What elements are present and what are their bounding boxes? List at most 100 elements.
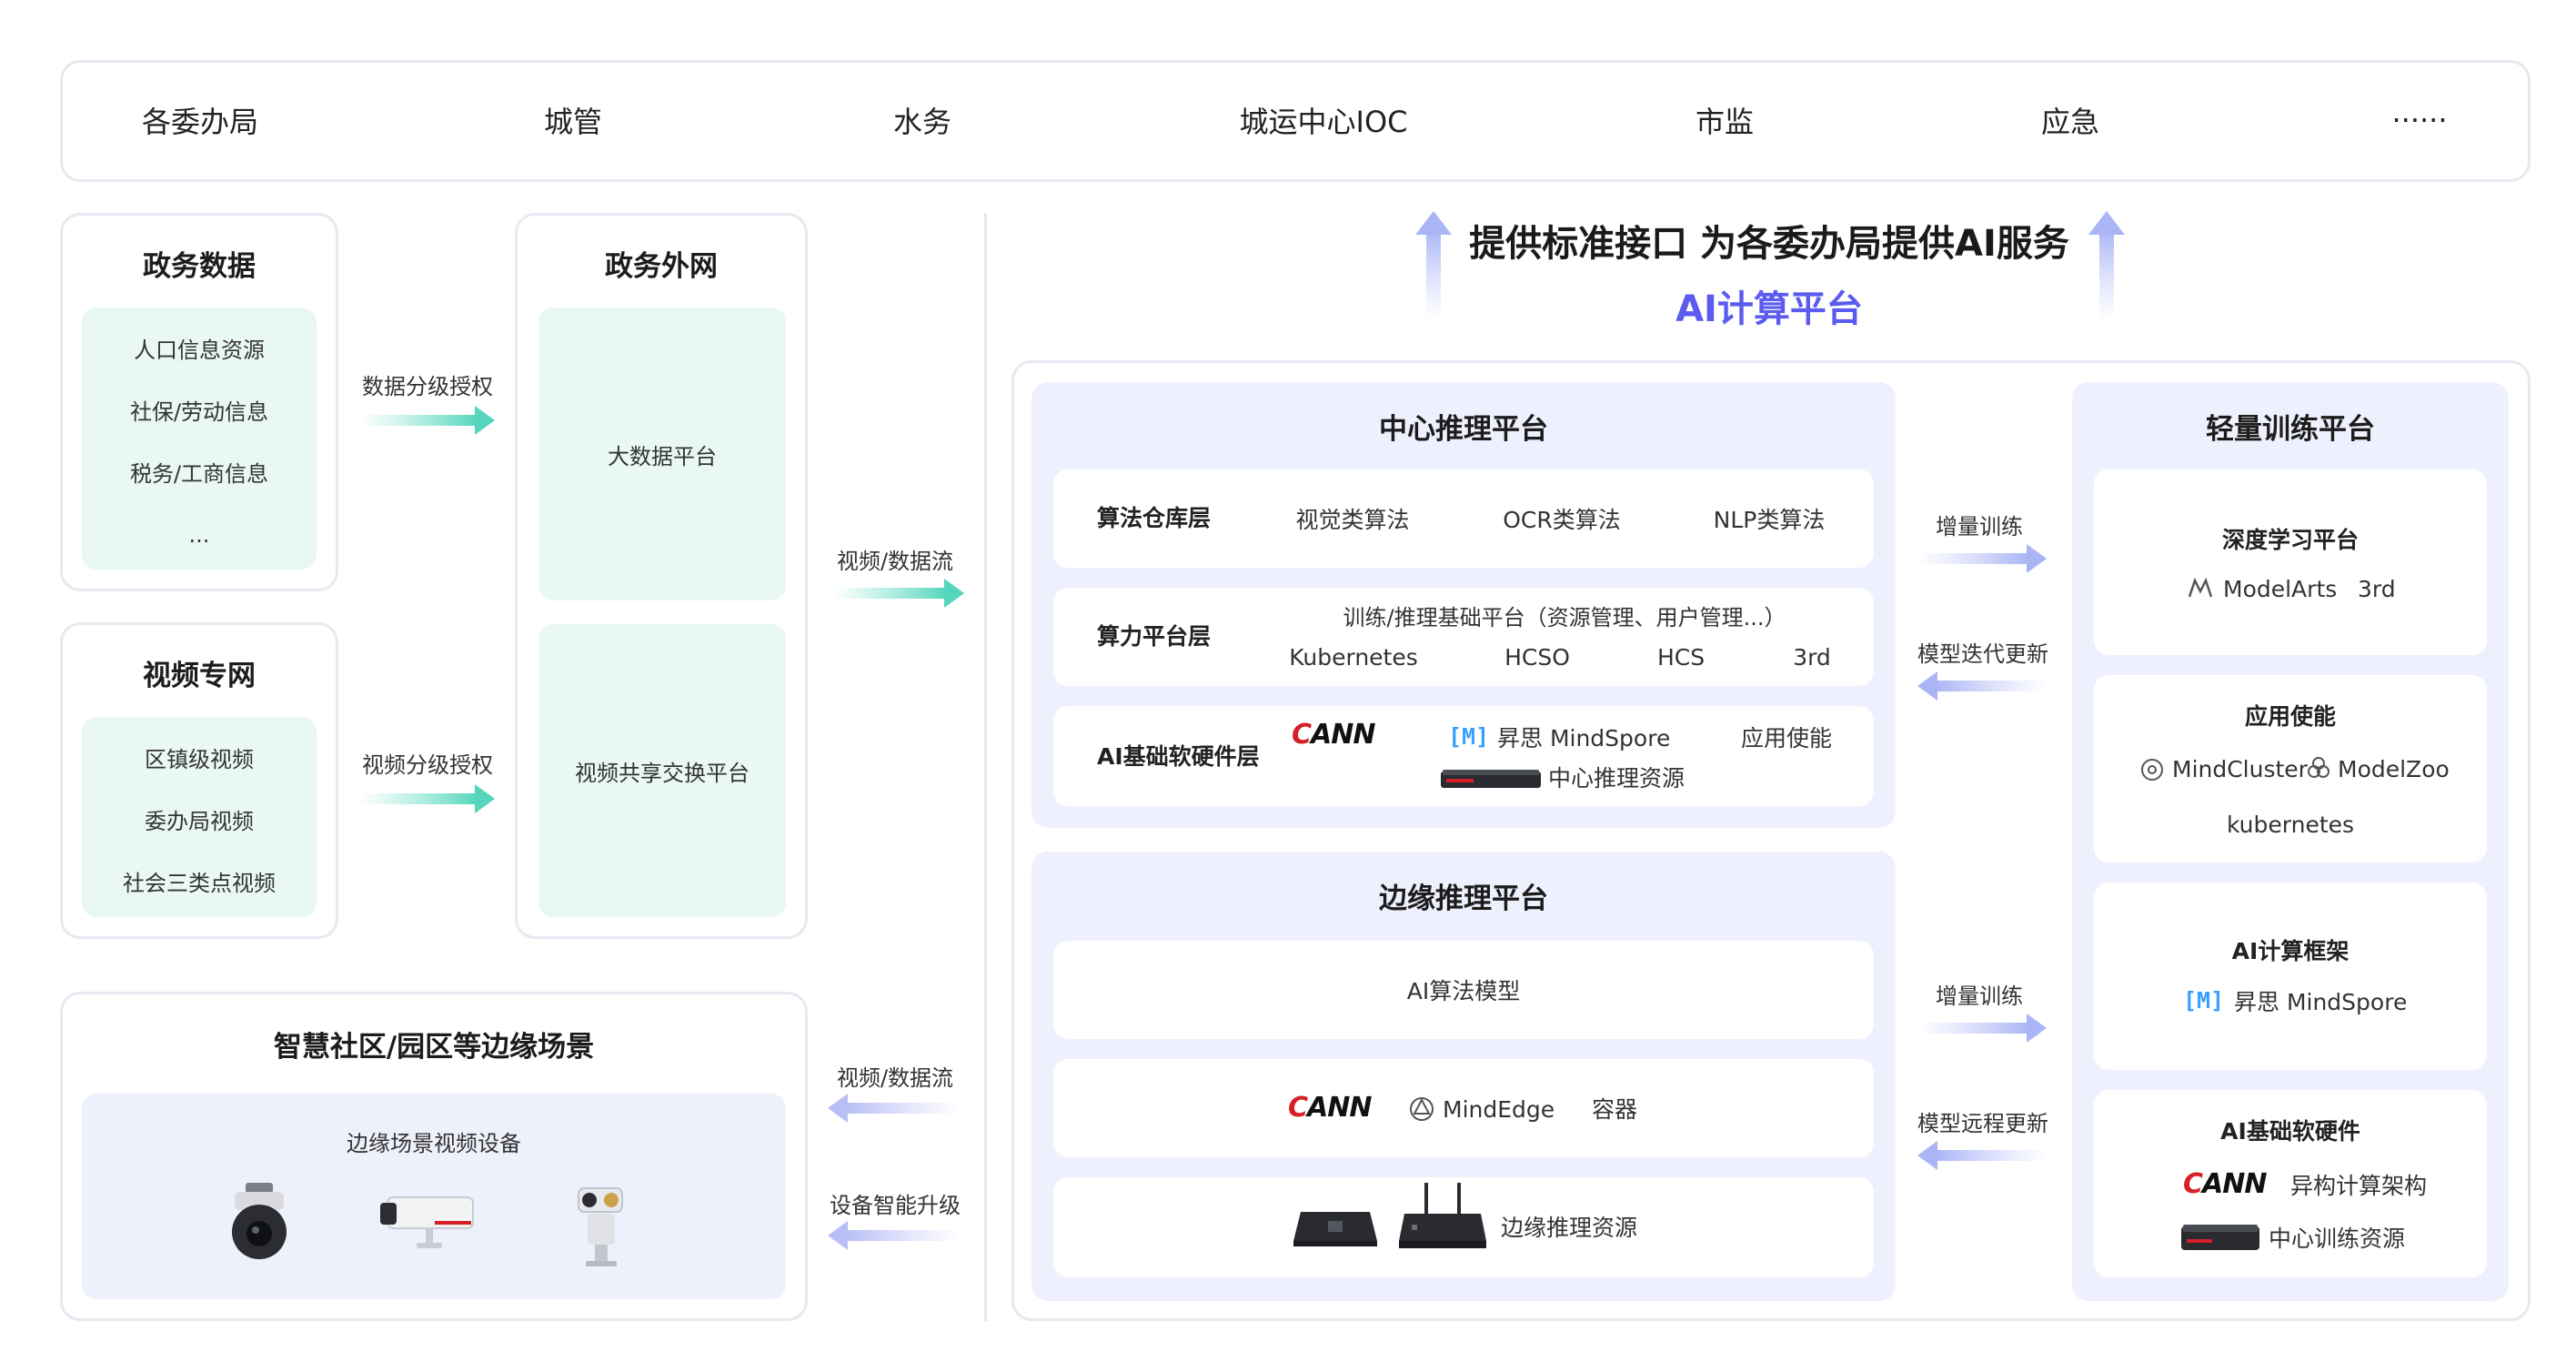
section-divider [984, 213, 987, 1321]
model-iter-label: 模型迭代更新 [1917, 641, 2048, 667]
flow-arrow-top [833, 579, 964, 608]
cann-logo: CANN [1292, 719, 1375, 751]
compute-item: 3rd [1793, 643, 1831, 671]
algo-item: 视觉类算法 [1295, 507, 1410, 533]
mindspore-logo-icon: [M] [2183, 987, 2225, 1014]
train-enable-card [2094, 675, 2487, 863]
dl-platform-card [2094, 469, 2487, 655]
list-item: 委办局视频 [145, 808, 254, 834]
list-item: 社会三类点视频 [123, 870, 276, 896]
train-server-icon [2181, 1225, 2259, 1250]
edge-board-icon [1293, 1212, 1377, 1246]
list-item: 区镇级视频 [145, 746, 254, 772]
ptz-camera-icon [578, 1187, 623, 1266]
container-label: 容器 [1592, 1096, 1638, 1123]
video-auth-label: 视频分级授权 [362, 752, 493, 778]
algo-item: NLP类算法 [1713, 507, 1826, 533]
agency-item-ioc: 城运中心IOC [1239, 105, 1408, 139]
train-hw-title: AI基础软硬件 [2220, 1118, 2360, 1145]
compute-layer-card [1053, 588, 1874, 686]
agency-item-yingji: 应急 [2040, 105, 2099, 139]
flow-label-top: 视频/数据流 [836, 548, 954, 574]
train-hw-card [2094, 1090, 2487, 1277]
edge-gateway-icon [1399, 1183, 1486, 1248]
algo-item: OCR类算法 [1503, 507, 1621, 533]
modelarts-icon [2188, 577, 2213, 598]
mindcluster-icon [2141, 759, 2163, 781]
framework-card [2094, 883, 2487, 1070]
video-net-title: 视频专网 [143, 659, 256, 692]
list-item: 社保/劳动信息 [129, 398, 269, 425]
framework-title: AI计算框架 [2231, 938, 2350, 964]
bigdata-platform: 大数据平台 [538, 308, 786, 600]
gov-data-title: 政务数据 [143, 249, 256, 283]
compute-layer-label: 算力平台层 [1097, 623, 1212, 650]
mindspore-logo-icon: [M] [1448, 723, 1490, 750]
gov-data-list [82, 308, 317, 570]
mindcluster-label: MindCluster [2172, 756, 2308, 782]
dl-platform-title: 深度学习平台 [2221, 527, 2359, 553]
model-remote-arrow [1917, 1141, 2047, 1170]
hetero-arch-label: 异构计算架构 [2290, 1173, 2428, 1199]
modelarts-label: ModelArts [2223, 576, 2338, 602]
edge-software-card [1053, 1059, 1874, 1157]
framework-mindspore-label: 昇思 MindSpore [2234, 989, 2408, 1015]
agency-item-more: ······ [2391, 103, 2448, 137]
agency-item-shuiwu: 水务 [892, 105, 951, 139]
flow-label-bottom: 视频/数据流 [836, 1064, 954, 1091]
edge-device-label: 边缘场景视频设备 [347, 1130, 521, 1156]
list-item: ... [188, 522, 210, 548]
up-arrow-left-icon [1415, 211, 1452, 320]
data-auth-label: 数据分级授权 [362, 373, 493, 399]
agency-bar [60, 60, 2531, 182]
train-title: 轻量训练平台 [2206, 412, 2375, 446]
up-arrow-right-icon [2088, 211, 2125, 320]
header-title: 提供标准接口 为各委办局提供AI服务 [1469, 223, 2069, 265]
center-inference-title: 中心推理平台 [1379, 412, 1548, 446]
cann-logo: CANN [1288, 1092, 1372, 1124]
app-enable-label: 应用使能 [1741, 725, 1833, 752]
upgrade-arrow [828, 1221, 959, 1250]
mindspore-label: 昇思 MindSpore [1497, 725, 1671, 752]
modelzoo-icon [2308, 757, 2329, 778]
data-auth-arrow [360, 406, 495, 435]
video-share-platform: 视频共享交换平台 [538, 624, 786, 917]
inc-train-arrow-2 [1917, 1014, 2047, 1043]
agency-item-chengguan: 城管 [543, 105, 602, 139]
mindedge-icon [1410, 1097, 1434, 1121]
modelzoo-label: ModelZoo [2338, 756, 2450, 782]
server-icon [1441, 770, 1541, 788]
train-resource-label: 中心训练资源 [2269, 1226, 2406, 1252]
upgrade-label: 设备智能升级 [830, 1192, 961, 1218]
edge-resource-label: 边缘推理资源 [1501, 1215, 1638, 1241]
model-remote-label: 模型远程更新 [1917, 1110, 2048, 1136]
edge-scene-title: 智慧社区/园区等边缘场景 [273, 1030, 595, 1064]
bullet-camera-icon [380, 1196, 474, 1248]
center-resource-label: 中心推理资源 [1548, 765, 1685, 792]
compute-item: Kubernetes [1289, 643, 1418, 671]
model-iter-arrow [1917, 671, 2047, 701]
hw-layer-label: AI基础软硬件层 [1097, 743, 1260, 770]
hw-layer-card [1053, 706, 1874, 806]
edge-inference-title: 边缘推理平台 [1379, 882, 1548, 915]
list-item: 人口信息资源 [134, 337, 265, 363]
cann-logo: CANN [2183, 1168, 2267, 1200]
dome-camera-icon [232, 1183, 287, 1259]
edge-model-card: AI算法模型 [1053, 941, 1874, 1039]
video-auth-arrow [360, 784, 495, 813]
dl-third-label: 3rd [2358, 576, 2396, 602]
algo-layer-card [1053, 469, 1874, 568]
list-item: 税务/工商信息 [129, 460, 269, 487]
inc-train-arrow-1 [1917, 544, 2047, 573]
train-enable-title: 应用使能 [2244, 703, 2336, 730]
kubernetes-label: kubernetes [2226, 811, 2355, 838]
flow-arrow-bottom [828, 1094, 959, 1123]
inc-train-label-1: 增量训练 [1936, 513, 2023, 540]
gov-extranet-title: 政务外网 [605, 249, 718, 283]
algo-layer-label: 算法仓库层 [1097, 505, 1212, 531]
mindedge-label: MindEdge [1443, 1096, 1555, 1123]
compute-item: HCS [1656, 643, 1706, 671]
header-subtitle: AI计算平台 [1675, 288, 1863, 330]
compute-layer-top: 训练/推理基础平台（资源管理、用户管理...） [1343, 604, 1786, 631]
video-net-list [82, 717, 317, 917]
